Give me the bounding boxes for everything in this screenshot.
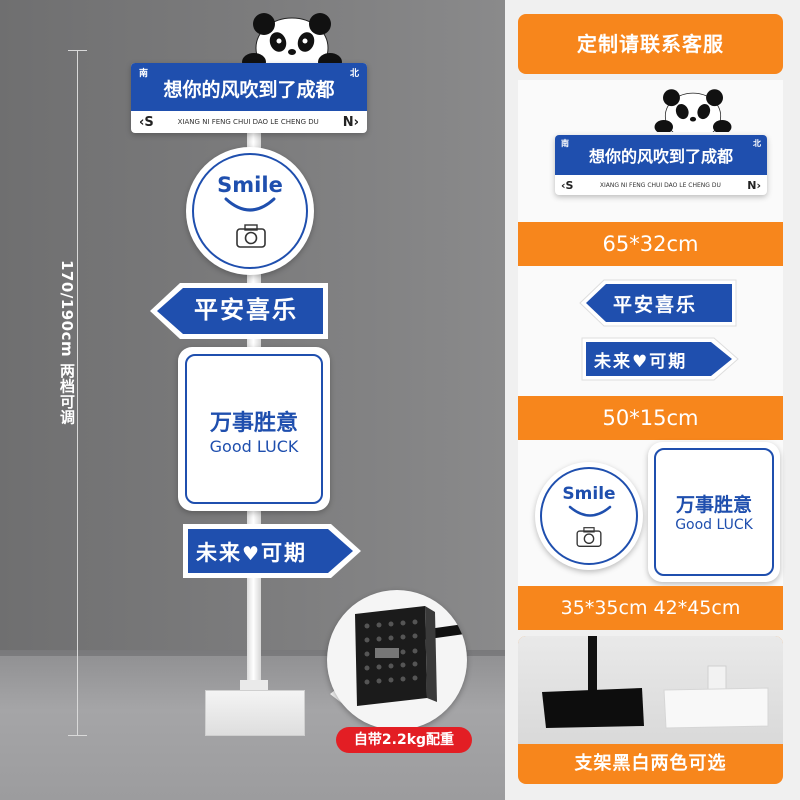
- street-sign-mini-footer: ‹S XIANG NI FENG CHUI DAO LE CHENG DU N›: [555, 175, 767, 195]
- smile-mini-word: Smile: [562, 484, 616, 504]
- chevron-right-icon: ›: [756, 178, 761, 192]
- street-left-direction: 南: [139, 69, 149, 79]
- product-scene: 170/190cm 两档可调 南 北 想你的风吹到了成都 ‹S XIANG NI…: [0, 0, 505, 800]
- arrow-right-mini-after: 可期: [649, 352, 688, 372]
- arrow-sign-preview: 平安喜乐 未来♥可期: [518, 266, 783, 396]
- arrow-right-sign: [183, 524, 361, 578]
- chevron-left-icon: ‹: [561, 178, 566, 192]
- lucky-mini-border: [654, 448, 774, 576]
- arrow-right-mini: [581, 337, 739, 381]
- weight-plate-icon: [355, 606, 467, 706]
- street-mini-main-text: 想你的风吹到了成都: [588, 147, 733, 166]
- lucky-chinese-text: 万事胜意: [209, 411, 298, 436]
- lucky-mini-chinese: 万事胜意: [675, 494, 752, 516]
- camera-icon: [236, 224, 266, 248]
- size-label-2: 50*15cm: [518, 396, 783, 440]
- size-label-3: 35*35cm 42*45cm: [518, 586, 783, 630]
- smile-mini-border: [540, 467, 638, 565]
- street-right-direction: 北: [349, 69, 359, 79]
- panda-icon: [242, 13, 342, 68]
- street-sign: 南 北 想你的风吹到了成都 ‹S XIANG NI FENG CHUI DAO …: [131, 63, 367, 133]
- arrow-right-text-after: 可期: [261, 541, 308, 565]
- smile-mini-curve-icon: [568, 505, 612, 517]
- round-square-preview: Smile 万事胜意 Good LUCK: [518, 440, 783, 586]
- street-sign-mini-header: 南 北 想你的风吹到了成都: [555, 135, 767, 175]
- street-mini-right-direction: 北: [753, 139, 761, 148]
- chevron-left-icon: ‹: [139, 114, 145, 130]
- street-mini-left-direction: 南: [561, 139, 569, 148]
- arrow-left-mini: [579, 279, 737, 327]
- camera-icon: [576, 527, 602, 547]
- street-sign-header: 南 北 想你的风吹到了成都: [131, 63, 367, 111]
- arrow-left-text: 平安喜乐: [194, 296, 298, 324]
- street-mini-left-letter: ‹S: [561, 178, 574, 192]
- street-left-letter: ‹S: [139, 114, 154, 130]
- arrow-right-text: 未来♥可期: [196, 537, 307, 567]
- lucky-square-mini: 万事胜意 Good LUCK: [648, 442, 780, 582]
- chevron-right-icon: ›: [353, 114, 359, 130]
- arrow-right-mini-text: 未来♥可期: [594, 347, 687, 372]
- street-sign-mini: 南 北 想你的风吹到了成都 ‹S XIANG NI FENG CHUI DAO …: [555, 135, 767, 195]
- street-sign-preview: 南 北 想你的风吹到了成都 ‹S XIANG NI FENG CHUI DAO …: [518, 80, 783, 222]
- spec-column: 定制请联系客服 南 北 想你的风吹到了成都 ‹S XIANG NI FENG C…: [505, 0, 800, 800]
- stand-bases-icon: [542, 636, 769, 729]
- dimension-bottom-cap: [68, 735, 87, 736]
- arrow-left-mini-text: 平安喜乐: [613, 294, 698, 316]
- stand-color-panel: 支架黑白两色可选: [518, 636, 783, 784]
- arrow-left-sign: [150, 283, 328, 339]
- stand-photo: [518, 636, 783, 744]
- lucky-square-sign: 万事胜意 Good LUCK: [178, 347, 330, 511]
- street-sign-footer: ‹S XIANG NI FENG CHUI DAO LE CHENG DU N›: [131, 111, 367, 133]
- smile-sign-border: [192, 153, 308, 269]
- weight-label: 自带2.2kg配重: [336, 727, 472, 753]
- stand-color-label: 支架黑白两色可选: [574, 753, 727, 774]
- smile-word: Smile: [217, 173, 283, 197]
- panda-preview-icon: [654, 89, 732, 132]
- street-main-text: 想你的风吹到了成都: [163, 79, 335, 101]
- smile-sign: Smile: [186, 147, 314, 275]
- lucky-mini-english: Good LUCK: [675, 517, 753, 533]
- smile-sign-mini: Smile: [535, 462, 643, 570]
- sign-base: [205, 690, 305, 736]
- smile-curve-icon: [224, 197, 276, 212]
- lucky-square-border: [185, 354, 323, 504]
- contact-title: 定制请联系客服: [518, 14, 783, 74]
- dimension-line: [77, 50, 78, 735]
- lucky-english-text: Good LUCK: [209, 437, 299, 456]
- heart-icon: ♥: [632, 352, 650, 372]
- arrow-right-text-before: 未来: [196, 541, 242, 565]
- arrow-right-mini-before: 未来: [594, 352, 632, 372]
- size-label-1: 65*32cm: [518, 222, 783, 266]
- street-pinyin: XIANG NI FENG CHUI DAO LE CHENG DU: [177, 118, 319, 126]
- street-mini-right-letter: N›: [747, 178, 761, 192]
- street-mini-pinyin: XIANG NI FENG CHUI DAO LE CHENG DU: [599, 181, 721, 189]
- heart-icon: ♥: [242, 543, 262, 565]
- height-note: 170/190cm 两档可调: [58, 260, 76, 425]
- street-right-letter: N›: [342, 114, 359, 130]
- weight-base-inset: [327, 590, 467, 730]
